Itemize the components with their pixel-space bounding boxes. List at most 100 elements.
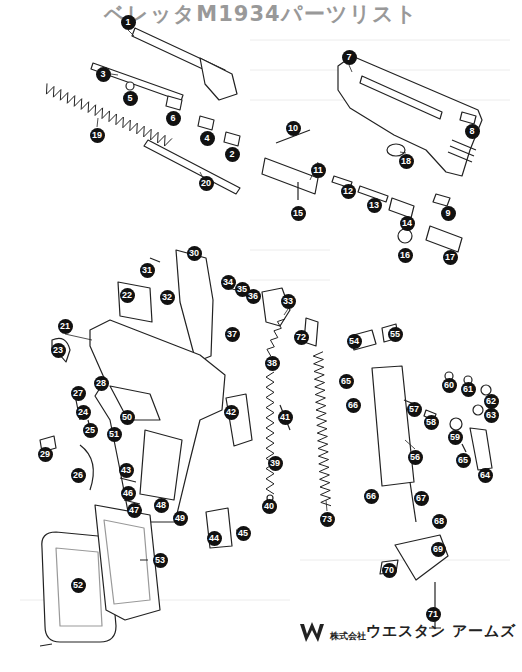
callout-number: 62 — [484, 394, 499, 409]
trigger-guard — [110, 386, 160, 420]
slide-port — [360, 76, 442, 119]
callout-number: 13 — [367, 198, 382, 213]
callout-number: 37 — [225, 327, 240, 342]
callout-number: 55 — [388, 327, 403, 342]
frame-insert — [176, 250, 213, 362]
callout-number: 59 — [448, 430, 463, 445]
callout-number: 26 — [71, 468, 86, 483]
block — [118, 282, 152, 322]
bushing — [198, 116, 214, 130]
callout-number: 28 — [94, 376, 109, 391]
callout-number: 6 — [166, 111, 181, 126]
callout-number: 44 — [207, 531, 222, 546]
coil-springs — [46, 83, 331, 505]
bracket — [206, 508, 232, 548]
callout-number: 16 — [398, 248, 413, 263]
cylinder — [389, 198, 414, 218]
callout-number: 52 — [71, 578, 86, 593]
grip — [95, 505, 160, 620]
callout-number: 32 — [160, 290, 175, 305]
sight — [460, 112, 476, 124]
callout-number: 54 — [347, 334, 362, 349]
ring — [398, 229, 412, 243]
callout-number: 64 — [478, 468, 493, 483]
callout-number: 69 — [431, 542, 446, 557]
spring — [462, 444, 466, 452]
callout-number: 31 — [140, 263, 155, 278]
callout-number: 8 — [465, 124, 480, 139]
callout-number: 65 — [456, 453, 471, 468]
small-part — [473, 405, 483, 415]
callout-number: 36 — [246, 289, 261, 304]
callout-number: 18 — [399, 154, 414, 169]
callout-number: 9 — [441, 206, 456, 221]
coil-spring — [266, 372, 274, 494]
callout-number: 45 — [236, 526, 251, 541]
callout-number: 10 — [286, 121, 301, 136]
callout-number: 15 — [291, 206, 306, 221]
callout-number: 27 — [71, 386, 86, 401]
callout-number: 23 — [51, 343, 66, 358]
barrel-block — [200, 58, 237, 100]
callout-number: 24 — [76, 405, 91, 420]
callout-number: 33 — [281, 294, 296, 309]
callout-number: 5 — [123, 91, 138, 106]
nut — [224, 132, 240, 146]
callout-number: 65 — [339, 374, 354, 389]
frame — [90, 320, 225, 522]
magazine-base — [395, 535, 448, 580]
callout-number: 47 — [127, 503, 142, 518]
callout-number: 4 — [200, 131, 215, 146]
coil-spring — [267, 319, 285, 356]
callout-number: 1 — [121, 15, 136, 30]
callout-number: 48 — [154, 498, 169, 513]
callout-number: 66 — [346, 398, 361, 413]
callout-number: 57 — [407, 402, 422, 417]
screw — [150, 258, 160, 262]
callout-number: 66 — [364, 489, 379, 504]
callout-number: 34 — [221, 275, 236, 290]
screw — [40, 560, 148, 646]
ball — [126, 82, 134, 90]
table-rules — [20, 40, 510, 600]
callout-number: 12 — [341, 184, 356, 199]
ring — [450, 418, 462, 430]
callout-number: 29 — [38, 447, 53, 462]
lever — [470, 428, 492, 470]
callout-number: 40 — [262, 499, 277, 514]
callout-number: 67 — [414, 491, 429, 506]
callout-number: 17 — [443, 250, 458, 265]
callout-number: 60 — [442, 378, 457, 393]
callout-number: 20 — [199, 176, 214, 191]
callout-number: 25 — [83, 423, 98, 438]
callout-number: 72 — [294, 330, 309, 345]
slide — [338, 56, 482, 176]
callout-number: 73 — [320, 512, 335, 527]
callout-number: 21 — [58, 319, 73, 334]
rod — [144, 140, 240, 194]
spring-leaf — [80, 445, 93, 490]
frame-well — [140, 430, 182, 500]
extractor — [433, 194, 450, 206]
company-name: ウエスタン アームズ — [366, 622, 516, 641]
magazine — [372, 366, 414, 486]
callout-number: 11 — [311, 163, 326, 178]
callout-number: 50 — [120, 410, 135, 425]
grip-checkering — [104, 520, 150, 604]
maker-logo — [300, 622, 324, 642]
callout-number: 53 — [153, 553, 168, 568]
callout-number: 14 — [400, 216, 415, 231]
callout-number: 30 — [187, 246, 202, 261]
callout-number: 43 — [119, 463, 134, 478]
coil-spring — [46, 83, 172, 146]
company-type: 株式会社 — [330, 630, 366, 643]
grip-checkering — [56, 548, 102, 626]
serrations — [448, 140, 476, 162]
callout-number: 61 — [461, 382, 476, 397]
callout-number: 56 — [408, 450, 423, 465]
leader-lines — [65, 30, 415, 511]
callout-number: 70 — [382, 563, 397, 578]
callout-number: 38 — [265, 356, 280, 371]
callout-number: 39 — [268, 456, 283, 471]
breech-block — [262, 158, 318, 194]
